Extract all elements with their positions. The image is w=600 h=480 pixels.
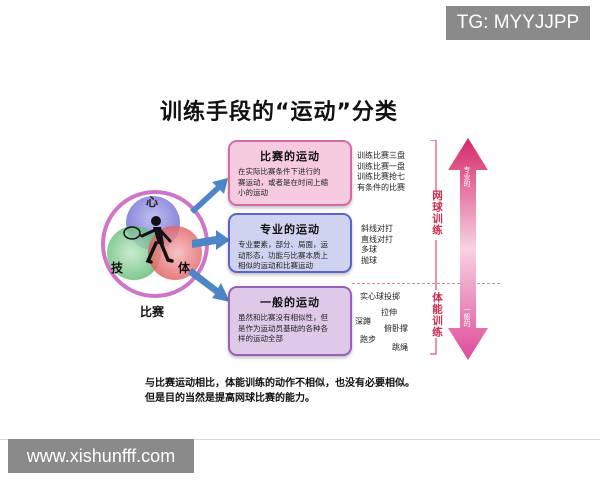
divider-line — [0, 439, 600, 440]
range-brackets — [430, 140, 437, 355]
footer-line-1: 与比赛运动相比，体能训练的动作不相似，也没有必要相似。 — [145, 378, 415, 389]
example-item: 深蹲 — [355, 317, 371, 326]
example-item: 抛球 — [361, 255, 377, 265]
card-match-movement: 比赛的运动 在实际比赛条件下进行的 赛运动，或者是在时间上缩 小的运动 — [228, 140, 352, 206]
example-item: 训练比赛抢七 — [357, 172, 405, 181]
card-line: 在实际比赛条件下进行的 — [238, 167, 321, 176]
arrow-to-general — [188, 268, 230, 302]
venn-caption: 比赛 — [140, 305, 165, 319]
card-title: 比赛的运动 — [260, 150, 320, 163]
diagram-title: 训练手段的“运动”分类 — [160, 100, 398, 125]
venn-diagram — [101, 190, 209, 298]
example-item: 跳绳 — [392, 343, 408, 352]
double-arrow — [448, 138, 488, 360]
example-item: 多球 — [361, 245, 377, 254]
example-item: 斜线对打 — [361, 224, 393, 233]
example-item: 直线对打 — [361, 234, 393, 244]
arrow-to-match — [190, 178, 228, 214]
venn-label-body: 体 — [178, 261, 191, 275]
card-title: 一般的运动 — [260, 296, 320, 309]
card-line: 样的运动全部 — [238, 334, 283, 343]
card-line: 小的运动 — [238, 188, 268, 197]
venn-label-mind: 心 — [146, 195, 159, 209]
example-item: 拉伸 — [381, 308, 397, 317]
example-item: 训练比赛三盘 — [357, 151, 405, 160]
special-examples: 斜线对打 直线对打 多球 抛球 — [361, 224, 393, 266]
arrow-down-label: 一般的 — [463, 306, 471, 327]
card-line: 专业要素，部分、局面，运 — [238, 240, 328, 249]
match-examples: 训练比赛三盘 训练比赛一盘 训练比赛抢七 有条件的比赛 — [357, 151, 405, 193]
watermark-top: TG: MYYJJPP — [446, 6, 590, 40]
arrow-to-special — [192, 230, 230, 250]
card-line: 赛运动，或者是在时间上缩 — [238, 177, 328, 187]
example-item: 实心球投掷 — [360, 292, 400, 301]
watermark-bottom: www.xishunfff.com — [8, 439, 194, 473]
fitness-training-label: 体能训练 — [431, 292, 443, 338]
category-divider — [352, 283, 500, 284]
tennis-player-icon — [123, 216, 174, 264]
arrow-up-label: 专业的 — [463, 166, 471, 187]
tennis-training-label: 网球训练 — [431, 190, 443, 236]
example-item: 训练比赛一盘 — [357, 161, 405, 171]
card-special-movement: 专业的运动 专业要素，部分、局面，运 动形态，功能与比赛本质上 相似的运动和比赛… — [228, 213, 352, 273]
card-line: 是作为运动员基础的各种各 — [238, 323, 328, 333]
venn-circle-skill — [107, 226, 161, 280]
venn-label-skill: 技 — [111, 261, 124, 275]
card-title: 专业的运动 — [260, 223, 320, 236]
example-item: 有条件的比赛 — [357, 182, 405, 192]
card-line: 动形态，功能与比赛本质上 — [238, 250, 328, 260]
example-item: 跑步 — [360, 335, 376, 344]
card-line: 虽然和比赛没有相似性，但 — [238, 313, 328, 322]
card-general-movement: 一般的运动 虽然和比赛没有相似性，但 是作为运动员基础的各种各 样的运动全部 — [228, 286, 352, 356]
footer-line-2: 但是目的当然是提高网球比赛的能力。 — [145, 393, 315, 404]
card-line: 相似的运动和比赛运动 — [238, 261, 313, 270]
connector-arrows — [188, 178, 230, 302]
example-item: 俯卧撑 — [384, 324, 408, 333]
